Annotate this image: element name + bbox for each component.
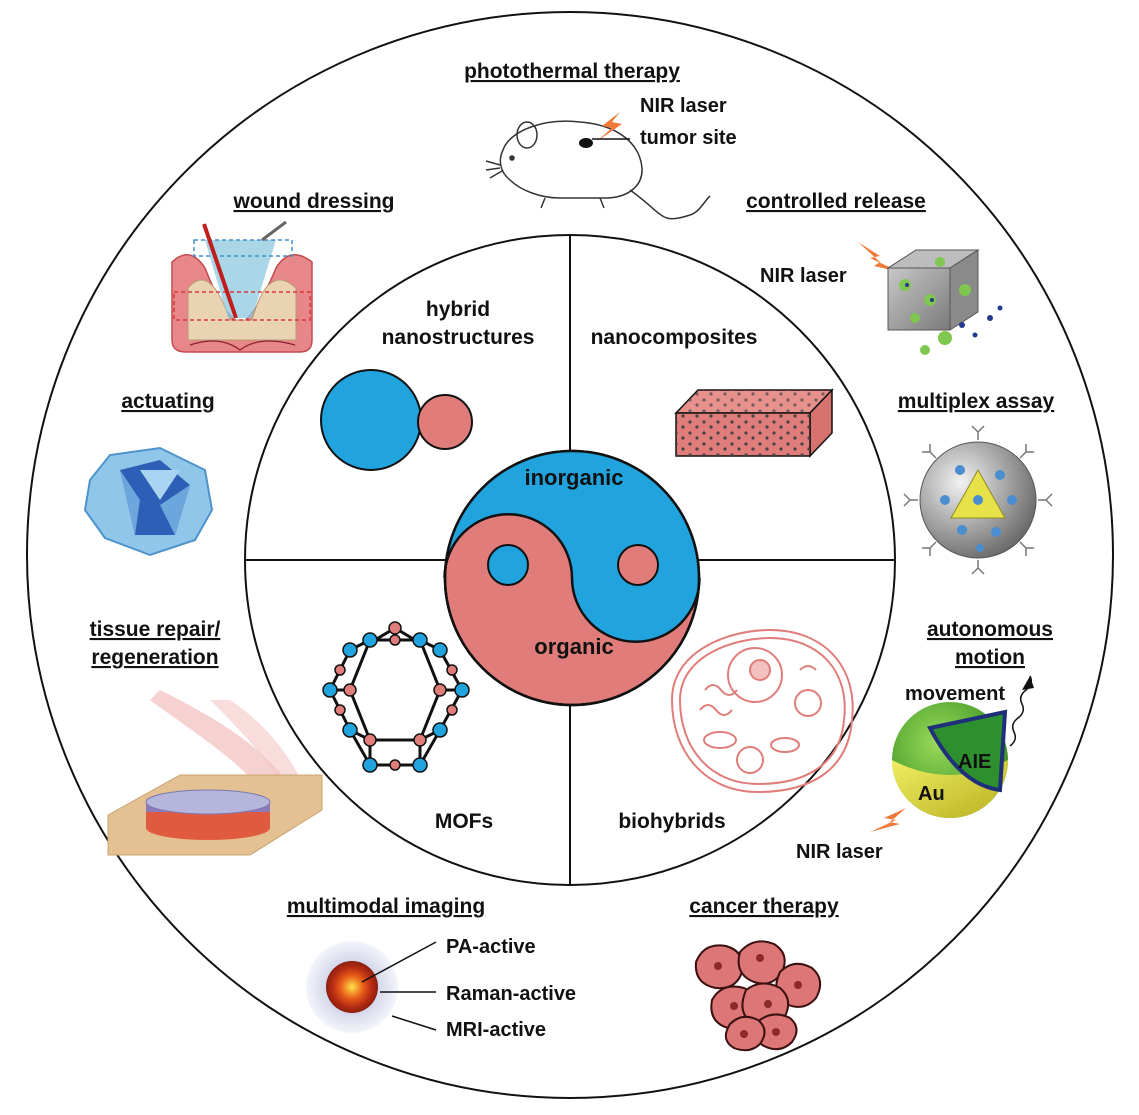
outer-ring — [26, 11, 1114, 1099]
movement-label: movement — [905, 683, 1005, 705]
mri-active-label: MRI-active — [446, 1019, 546, 1041]
imaging-nanoparticle-icon — [306, 941, 398, 1033]
hybrid-label-line1: hybrid — [426, 298, 490, 321]
nanocomposites-label: nanocomposites — [591, 326, 758, 349]
laser-bolt-release-icon — [858, 242, 900, 272]
actuator-crystal-icon — [83, 446, 214, 557]
controlled-release-title: controlled release — [746, 190, 926, 213]
tumor-site-label: tumor site — [640, 127, 737, 149]
janus-motor-icon: AIE Au — [892, 702, 1008, 818]
cancer-cell-nuclei — [714, 954, 802, 1038]
wound-tissue-icon — [171, 220, 313, 353]
laser-bolt-icon — [596, 112, 622, 142]
scaffold-disc-icon — [107, 690, 323, 856]
hybrid-label-line2: nanostructures — [382, 326, 535, 349]
nir-laser-release-label: NIR laser — [760, 265, 847, 287]
mouse-icon — [485, 120, 711, 220]
multiplex-assay-title: multiplex assay — [898, 390, 1055, 413]
wound-dressing-title: wound dressing — [232, 190, 394, 213]
porous-cube-icon — [886, 249, 1003, 355]
nanocomposite-block-icon — [674, 388, 834, 458]
laser-bolt-motion-icon — [870, 808, 906, 832]
actuating-title: actuating — [121, 390, 214, 413]
mri-pointer-line — [391, 1015, 437, 1031]
yin-yang-core: inorganic organic — [443, 449, 701, 707]
barcode-sphere-icon — [903, 425, 1053, 575]
multimodal-imaging-title: multimodal imaging — [287, 895, 485, 918]
tumor-site-dot — [579, 138, 593, 148]
hybrid-nanostructure-icon — [320, 369, 473, 471]
blue-dot — [487, 544, 529, 586]
nir-laser-top-label: NIR laser — [640, 95, 727, 117]
au-label: Au — [918, 783, 945, 805]
aie-label: AIE — [958, 751, 991, 773]
cancer-therapy-title: cancer therapy — [689, 895, 839, 918]
cell-biohybrid-icon — [670, 628, 854, 794]
nir-laser-motion-label: NIR laser — [796, 841, 883, 863]
movement-arrowhead — [1022, 676, 1034, 690]
inorganic-label: inorganic — [524, 465, 623, 490]
mof-nodes — [322, 621, 470, 773]
biohybrids-label: biohybrids — [618, 810, 725, 833]
photothermal-therapy-title: photothermal therapy — [464, 60, 680, 83]
pa-pointer-line — [361, 941, 437, 983]
tissue-repair-title-line2: regeneration — [91, 646, 218, 669]
autonomous-motion-title-line1: autonomous — [927, 618, 1053, 641]
autonomous-motion-title-line2: motion — [955, 646, 1025, 669]
tissue-repair-title-line1: tissue repair/ — [90, 618, 221, 641]
pa-active-label: PA-active — [446, 936, 536, 958]
mofs-label: MOFs — [435, 810, 493, 833]
raman-active-label: Raman-active — [446, 983, 576, 1005]
pink-dot — [617, 544, 659, 586]
organic-label: organic — [534, 634, 613, 659]
